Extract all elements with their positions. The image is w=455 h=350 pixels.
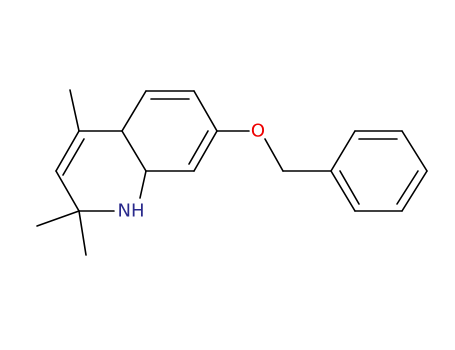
bond-n1-c8a — [139, 170, 147, 199]
bond-c4-c3 — [55, 130, 80, 172]
bond-ph-4 — [401, 170, 428, 212]
bond-c7-c8-double — [188, 130, 209, 165]
oxygen-label: O — [251, 121, 265, 142]
atom-labels: NH O — [118, 121, 266, 222]
bond-c4a-c5 — [121, 90, 147, 132]
bond-ph-6 — [330, 170, 356, 212]
bond-c7-c8 — [193, 130, 218, 172]
bond-c2-methyl-1 — [36, 210, 80, 227]
bond-c3-c2 — [55, 170, 80, 212]
bond-c4-c3-double — [62, 138, 85, 176]
bond-c4-methyl — [69, 89, 80, 132]
nitrogen-label: NH — [118, 201, 145, 222]
bond-ph-4-double — [396, 170, 419, 205]
bond-ph-3 — [401, 130, 428, 172]
bond-ph-6-double — [339, 170, 360, 205]
bond-c4a-c8a — [121, 130, 147, 172]
bond-c6-c7 — [193, 90, 218, 132]
bond-o-ch2 — [264, 138, 284, 172]
bond-c2-methyl-2 — [78, 210, 87, 256]
bond-ph-1 — [330, 130, 356, 172]
bonds — [36, 89, 428, 256]
